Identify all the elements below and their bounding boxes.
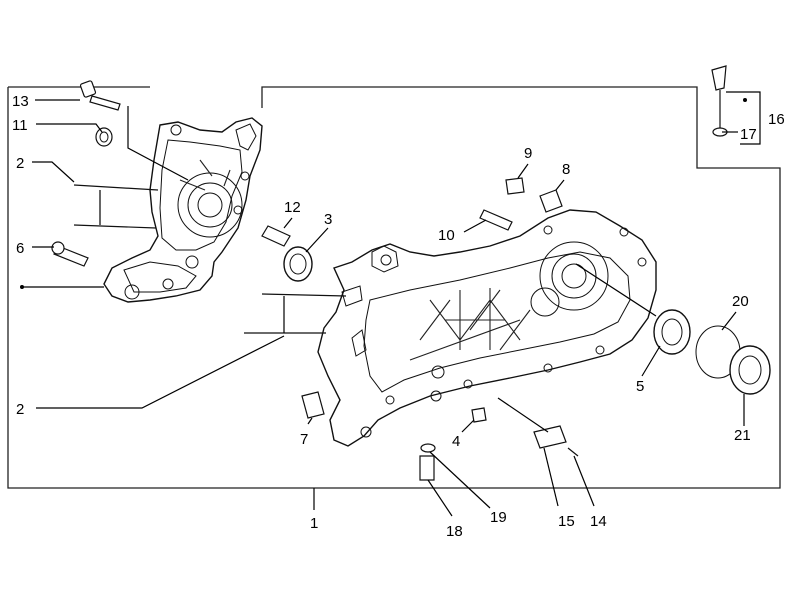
bolt-13 [79,80,121,111]
callout-10: 10 [438,227,455,244]
bushing-12 [261,225,291,247]
callout-7: 7 [300,431,308,448]
oil-seal-21 [729,345,771,395]
dowel-9 [505,177,525,195]
callout-12: 12 [284,199,301,216]
plate-15 [533,425,567,449]
dipstick-16 [711,65,728,137]
bushing-7 [301,391,325,419]
callout-9: 9 [524,145,532,162]
callout-11: 11 [12,117,28,134]
leader-lines [22,91,761,517]
callout-15: 15 [558,513,575,530]
assembly-frame [7,86,781,489]
studs-left [73,184,159,229]
callout-19: 19 [490,509,507,526]
leader-dot [743,98,747,102]
seal-11 [95,127,113,147]
bearing-3 [283,246,313,282]
pin-10 [479,209,513,231]
screw-14 [567,447,579,457]
callout-1: 1 [310,515,318,532]
callout-5: 5 [636,378,644,395]
bolt-18 [419,455,435,481]
left-crankcase-half [103,117,263,303]
callout-3: 3 [324,211,332,228]
washer-19 [420,443,436,453]
callout-18: 18 [446,523,463,540]
callout-17: 17 [740,126,757,143]
callout-2-upper: 2 [16,155,24,172]
callout-21: 21 [734,427,751,444]
callout-16: 16 [768,111,785,128]
leader-dot [20,285,24,289]
callout-6: 6 [16,240,24,257]
callout-4: 4 [452,433,460,450]
callout-14: 14 [590,513,607,530]
dowel-6 [51,241,89,267]
callout-2-lower: 2 [16,401,24,418]
bushing-8 [539,189,563,213]
callout-13: 13 [12,93,29,110]
studs-center [244,293,347,334]
callout-8: 8 [562,161,570,178]
callout-labels: 13 11 2 6 2 12 3 9 8 10 16 17 20 5 21 7 … [12,93,785,540]
dowel-4 [471,407,487,423]
bearing-5 [653,309,691,355]
right-crankcase-half [317,209,657,447]
callout-20: 20 [732,293,749,310]
